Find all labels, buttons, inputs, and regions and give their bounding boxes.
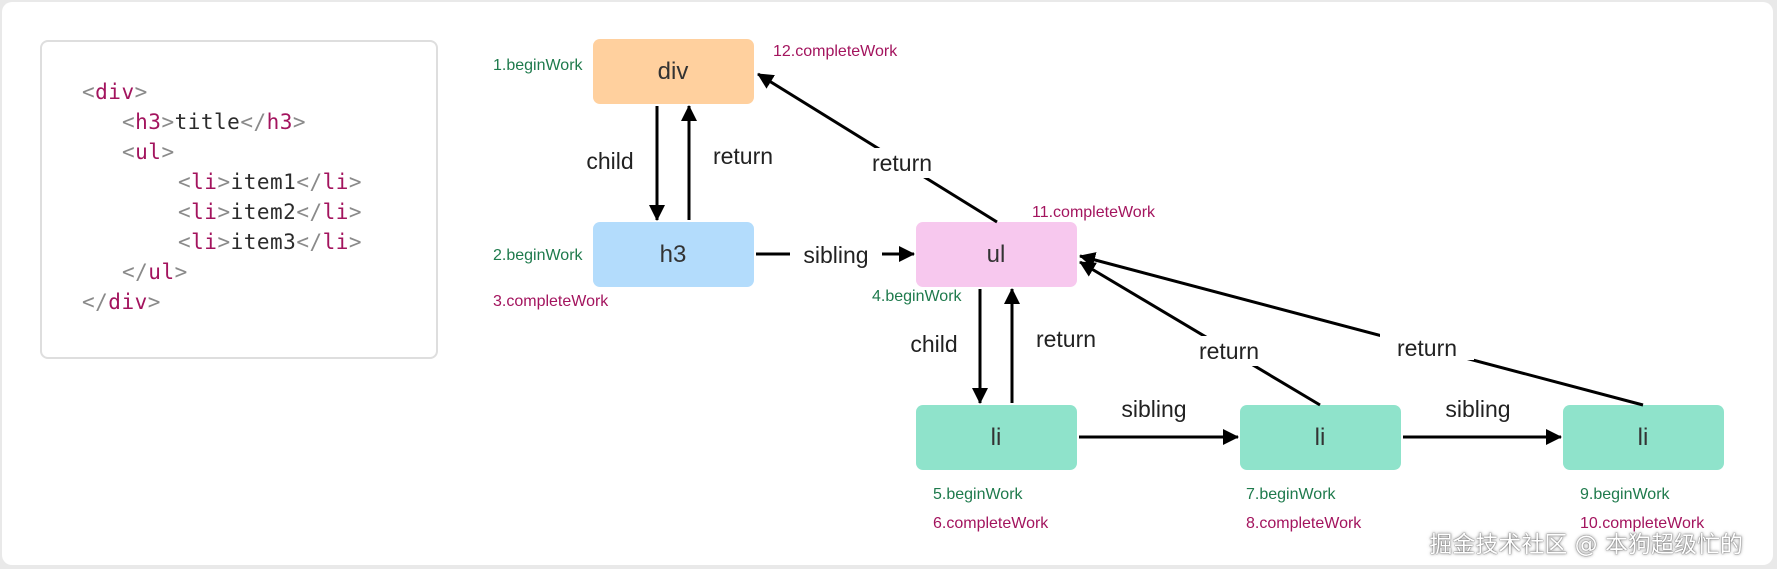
code-token-text: item3 [230,230,297,254]
edge-li1-ul-return-label: return [1036,326,1096,352]
node-ul-box [916,222,1077,287]
code-token-tag: li [191,170,218,194]
code-token-text: item1 [230,170,297,194]
code-token-punc: > [161,140,175,164]
node-h3-label: h3 [660,241,687,268]
code-token-tag: h3 [135,110,162,134]
code-token-tag: li [191,200,218,224]
code-token-punc: > [348,170,363,194]
code-token-punc: > [348,200,363,224]
code-line: </ul> [122,260,188,284]
edge-ul-li1-child-label: child [910,331,957,357]
code-token-punc: > [292,110,307,134]
code-token-punc: > [217,230,231,254]
code-token-punc: </ [82,290,109,314]
code-token-punc: > [134,80,148,104]
step-3-label: 3.completeWork [493,293,609,310]
step-6-label: 6.completeWork [933,515,1049,532]
edge-li2-ul-return-label: return [1199,338,1259,364]
code-token-punc: < [82,80,96,104]
step-9-label: 9.beginWork [1580,486,1671,503]
step-2-label: 2.beginWork [493,247,584,264]
node-li-1-box [916,405,1077,470]
edge-div-h3-child-label: child [586,148,633,174]
code-line: <ul> [122,140,175,164]
edge-li3-ul-return [1079,252,1644,407]
code-token-punc: </ [122,260,149,284]
code-token-punc: </ [296,170,323,194]
step-4-label: 4.beginWork [872,288,963,305]
code-token-punc: > [348,230,363,254]
step-5-label: 5.beginWork [933,486,1024,503]
code-line: <h3>title</h3> [122,110,306,134]
code-token-tag: ul [135,140,162,164]
node-li-1: li [916,405,1077,470]
step-11-label: 11.completeWork [1032,204,1156,221]
node-li-3-box [1563,405,1724,470]
code-card [40,40,438,359]
node-li-1-label: li [991,424,1002,451]
code-token-punc: > [147,290,161,314]
edge-ul-div-return-label-bg [860,148,950,178]
code-line: <li>item1</li> [178,170,362,194]
code-token-tag: ul [148,260,175,284]
code-token-tag: div [95,80,135,104]
code-line: <li>item2</li> [178,200,362,224]
step-10-label: 10.completeWork [1580,515,1705,532]
code-line: <div> [82,80,148,104]
code-token-punc: > [217,200,231,224]
code-token-punc: < [178,200,192,224]
code-token-tag: div [108,290,148,314]
edge-li2-ul-return-label-bg [1186,336,1274,366]
node-ul-label: ul [987,241,1006,268]
code-token-tag: h3 [266,110,293,134]
edge-h3-div-return-label: return [713,143,773,169]
node-div: div [593,39,754,104]
edge-h3-ul-sibling-label: sibling [803,242,868,268]
step-7-label: 7.beginWork [1246,486,1337,503]
code-token-punc: > [174,260,188,284]
edge-li2-li3-sibling-label: sibling [1445,396,1510,422]
step-12-label: 12.completeWork [773,43,898,60]
code-token-punc: > [161,110,175,134]
code-token-punc: < [122,110,136,134]
code-token-punc: </ [240,110,267,134]
node-li-3-label: li [1638,424,1649,451]
code-token-punc: < [178,230,192,254]
edge-li2-ul-return [1079,260,1321,407]
step-8-label: 8.completeWork [1246,515,1362,532]
code-line: </div> [82,290,161,314]
node-div-label: div [658,58,689,85]
code-token-text: title [174,110,241,134]
step-1-label: 1.beginWork [493,57,584,74]
code-token-punc: </ [296,230,323,254]
node-ul: ul [916,222,1077,287]
node-h3: h3 [593,222,754,287]
node-li-2-label: li [1315,424,1326,451]
edge-h3-ul-sibling-label-bg [790,238,882,270]
watermark: 掘金技术社区 @ 本狗超级忙的 [1429,532,1743,558]
code-token-tag: li [191,230,218,254]
node-li-2: li [1240,405,1401,470]
node-div-box [593,39,754,104]
code-line: <li>item3</li> [178,230,362,254]
node-li-3: li [1563,405,1724,470]
code-token-punc: > [217,170,231,194]
code-token-text: item2 [230,200,297,224]
code-token-punc: < [178,170,192,194]
edge-li1-li2-sibling-label: sibling [1121,396,1186,422]
code-token-tag: li [322,170,349,194]
code-token-punc: < [122,140,136,164]
code-token-tag: li [322,230,349,254]
code-token-tag: li [322,200,349,224]
edge-li3-ul-return-label: return [1397,335,1457,361]
node-h3-box [593,222,754,287]
code-token-punc: </ [296,200,323,224]
node-li-2-box [1240,405,1401,470]
edge-ul-div-return-label: return [872,150,932,176]
edge-li3-ul-return-label-bg [1380,330,1474,360]
